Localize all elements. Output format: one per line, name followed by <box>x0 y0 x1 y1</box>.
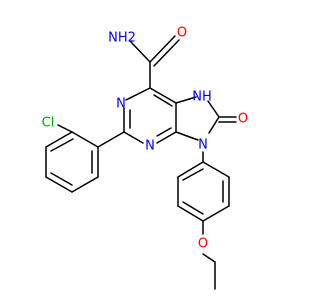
atom-label-ether-oxygen: O <box>198 237 208 252</box>
bond-ar-c <box>177 205 204 222</box>
bond-ph-cl <box>57 124 73 133</box>
bond-c4-n3-double <box>156 127 172 137</box>
bond-n9-c4 <box>175 131 199 141</box>
bond-ph-b-double <box>50 138 74 152</box>
atom-labels: NH2 O N N NH O N Cl O <box>42 26 248 252</box>
atom-label-imidazolone-nh: NH <box>192 90 212 105</box>
atom-label-aryl-nitrogen: N <box>198 138 208 153</box>
bond-ar-d <box>202 205 230 222</box>
bond-ph-a <box>71 131 99 148</box>
atom-label-amide-oxygen: O <box>177 26 187 41</box>
bond-ar-a-double <box>182 168 204 181</box>
bond-amide-n <box>129 40 151 63</box>
bond-n3-c2 <box>123 131 144 144</box>
bond-c5-nh <box>175 96 197 104</box>
atom-label-ring-nitrogen-lower: N <box>145 139 155 154</box>
bond-ph-d <box>45 176 73 193</box>
atom-label-ring-nitrogen-upper: N <box>116 97 126 112</box>
atom-label-chlorine: Cl <box>42 116 55 131</box>
bond-o-ch2 <box>202 253 216 263</box>
bond-ph-b <box>45 131 73 148</box>
bond-ph-d-double <box>50 172 73 186</box>
molecule-structure: NH2 O N N NH O N Cl O <box>42 26 248 290</box>
molecule-canvas: NH2 O N N NH O N Cl O <box>42 26 248 290</box>
bond-amide-o-a <box>149 35 176 63</box>
bond-c6-c5-double <box>153 94 173 107</box>
atom-label-carbonyl-oxygen: O <box>238 112 248 127</box>
bond-c6-c5 <box>149 87 177 104</box>
bond-ar-c-double <box>182 201 204 215</box>
atom-label-nh2: NH2 <box>108 31 136 46</box>
bond-ar-f <box>202 161 230 178</box>
bond-nh-c8 <box>207 100 220 118</box>
bond-lines <box>45 35 237 290</box>
bond-ph-e <box>71 176 99 193</box>
bond-c8-n9 <box>208 116 220 134</box>
bond-c4-n3 <box>156 131 177 144</box>
bond-amide-o-b <box>153 39 180 67</box>
bond-ar-a <box>177 161 204 178</box>
bond-c6-n1 <box>125 87 151 101</box>
bond-c2-phenyl <box>97 131 125 148</box>
